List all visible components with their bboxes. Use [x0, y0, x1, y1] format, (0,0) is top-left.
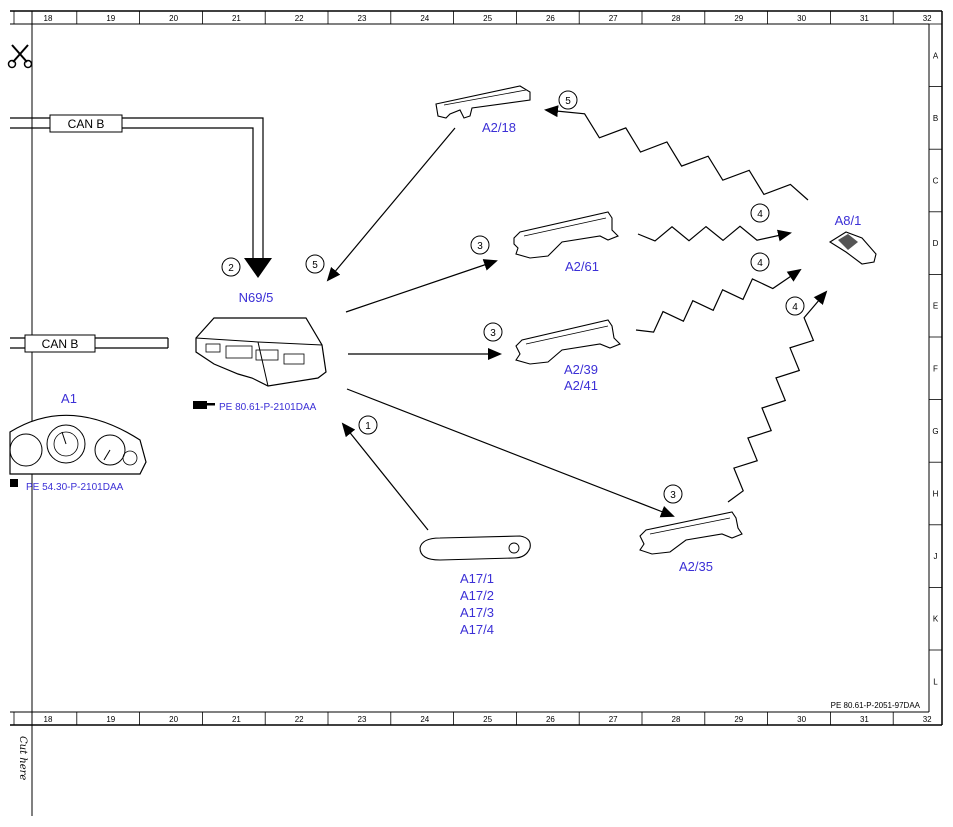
a1-instrument-cluster[interactable] [9, 414, 147, 475]
drawing-frame [10, 10, 943, 816]
row-letter: E [933, 302, 938, 311]
a2-61-antenna[interactable] [513, 211, 619, 259]
row-letter: B [933, 114, 938, 123]
column-number: 24 [420, 715, 429, 724]
column-number: 26 [546, 715, 555, 724]
column-number: 25 [483, 715, 492, 724]
step-number: 4 [757, 209, 763, 220]
a2-39-label: A2/39 [564, 362, 598, 377]
row-letter: F [933, 364, 938, 373]
step-circles [221, 90, 805, 504]
row-letter: L [933, 677, 938, 686]
column-number: 23 [358, 14, 367, 23]
can-b-bus-top [10, 114, 272, 278]
zigzag-a8-to-a2-18 [544, 105, 809, 201]
column-number: 29 [734, 715, 743, 724]
column-number: 23 [358, 715, 367, 724]
n69-5-label: N69/5 [239, 290, 274, 305]
zigzag-a2-39-to-a8 [635, 268, 802, 333]
column-ruler-top: 18 19 20 21 22 23 24 25 26 27 28 29 30 31 32 [13, 11, 932, 24]
a2-18-antenna[interactable] [435, 85, 531, 119]
column-number: 29 [734, 14, 743, 23]
a2-35-label: A2/35 [679, 559, 713, 574]
column-number: 18 [44, 715, 53, 724]
pointing-hand-icon [193, 401, 215, 409]
column-number: 22 [295, 14, 304, 23]
cut-here-label: Cut here [17, 736, 28, 781]
a2-35-antenna[interactable] [639, 511, 743, 555]
a1-label: A1 [61, 391, 77, 406]
a2-41-label: A2/41 [564, 378, 598, 393]
arrow-n69-to-a2-35 [346, 388, 675, 518]
row-letter: J [934, 552, 938, 561]
signal-arrows [326, 127, 675, 531]
a2-18-label: A2/18 [482, 120, 516, 135]
column-number: 19 [106, 715, 115, 724]
row-letter: A [933, 51, 939, 60]
a17-3-label: A17/3 [460, 605, 494, 620]
zigzag-a2-35-to-a8 [727, 290, 828, 503]
row-letter: D [933, 239, 939, 248]
a2-61-label: A2/61 [565, 259, 599, 274]
column-number: 25 [483, 14, 492, 23]
column-number: 31 [860, 14, 869, 23]
step-number: 3 [477, 241, 483, 252]
pointing-hand-icon [10, 479, 18, 487]
row-letter: K [933, 615, 939, 624]
row-letter: H [933, 490, 939, 499]
column-number: 20 [169, 715, 178, 724]
a17-door-handle[interactable] [419, 535, 531, 561]
a8-1-label: A8/1 [835, 213, 862, 228]
can-b-label-top: CAN B [68, 117, 105, 131]
column-number: 28 [672, 14, 681, 23]
step-number: 1 [365, 421, 371, 432]
step-number: 4 [792, 302, 798, 313]
step-number: 5 [565, 96, 571, 107]
drawing-reference: PE 80.61-P-2051-97DAA [831, 701, 921, 710]
column-number: 19 [106, 14, 115, 23]
column-number: 28 [672, 715, 681, 724]
row-letter: C [933, 177, 939, 186]
column-number: 27 [609, 14, 618, 23]
column-number: 24 [420, 14, 429, 23]
column-number: 31 [860, 715, 869, 724]
column-number: 32 [923, 14, 932, 23]
step-number: 2 [228, 263, 234, 274]
column-number: 18 [44, 14, 53, 23]
column-ruler-bottom: 18 19 20 21 22 23 24 25 26 27 28 29 30 31 32 [13, 712, 932, 725]
column-number: 21 [232, 14, 241, 23]
step-number: 5 [312, 260, 318, 271]
column-number: 26 [546, 14, 555, 23]
row-letter: G [932, 427, 938, 436]
step-number: 4 [757, 258, 763, 269]
n69-5-control-unit[interactable] [195, 317, 327, 387]
column-number: 27 [609, 715, 618, 724]
arrow-a17-to-n69 [341, 422, 429, 531]
column-number: 22 [295, 715, 304, 724]
radio-signal-arrows [544, 105, 828, 503]
can-b-label-bottom: CAN B [42, 337, 79, 351]
scissors-icon [7, 44, 33, 69]
step-number: 3 [490, 328, 496, 339]
column-number: 30 [797, 14, 806, 23]
column-number: 21 [232, 715, 241, 724]
a17-4-label: A17/4 [460, 622, 494, 637]
arrow-a2-18-to-n69 [326, 127, 456, 282]
step-number: 3 [670, 490, 676, 501]
column-number: 30 [797, 715, 806, 724]
can-b-bus-bottom [10, 334, 169, 353]
column-number: 20 [169, 14, 178, 23]
column-number: 32 [923, 715, 932, 724]
n69-5-ref: PE 80.61-P-2101DAA [219, 402, 317, 413]
row-ruler-right: A B C D E F G H J K L [929, 23, 942, 686]
a17-2-label: A17/2 [460, 588, 494, 603]
a1-ref: PE 54.30-P-2101DAA [26, 482, 124, 493]
zigzag-a2-61-to-a8 [637, 225, 792, 242]
a17-1-label: A17/1 [460, 571, 494, 586]
arrow-n69-to-a2-61 [345, 259, 498, 313]
a8-1-key[interactable] [828, 231, 877, 265]
a2-39-antenna[interactable] [515, 319, 621, 365]
